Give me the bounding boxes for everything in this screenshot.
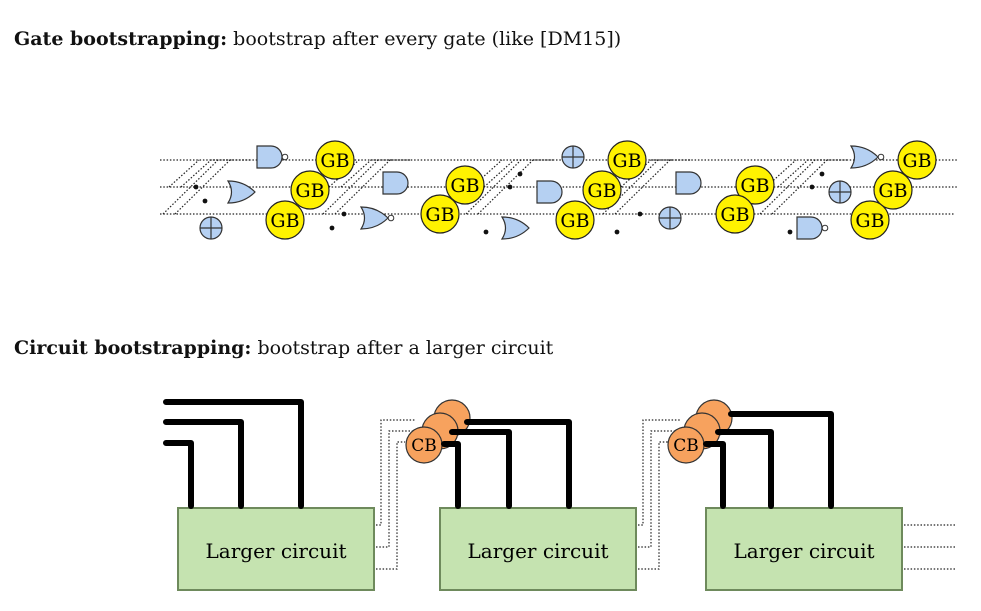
nor-gate-icon	[849, 145, 879, 169]
larger-circuit-box	[705, 507, 903, 591]
dotted-wire	[638, 430, 690, 548]
wire	[180, 159, 233, 188]
larger-circuit-label: Larger circuit	[468, 539, 609, 563]
gate-bootstrap-node	[897, 140, 937, 180]
dotted-wire	[638, 441, 669, 570]
larger-circuit-label: Larger circuit	[206, 539, 347, 563]
junction-dot	[483, 229, 489, 235]
wire	[168, 159, 200, 188]
nor-gate-icon	[359, 206, 389, 230]
dotted-wire	[376, 419, 415, 526]
junction-dot	[202, 198, 208, 204]
gate-bootstrap-label: GB	[720, 204, 749, 226]
circuit-bootstrap-label: CB	[411, 436, 437, 456]
thick-wire	[441, 441, 461, 509]
circuit-bootstrapping-heading: Circuit bootstrapping: bootstrap after a…	[14, 337, 553, 359]
gate-bootstrap-node	[420, 194, 460, 234]
wire	[483, 159, 536, 188]
gate-bootstrap-label: GB	[587, 180, 616, 202]
gate-bootstrap-node	[582, 170, 622, 210]
junction-dot	[787, 229, 793, 235]
wire	[614, 159, 692, 215]
gate-bootstrap-label: GB	[612, 150, 641, 172]
and-gate-icon	[382, 171, 409, 195]
or-gate-icon	[500, 216, 530, 240]
thick-wire	[163, 440, 194, 509]
gate-bootstrapping-heading: Gate bootstrapping: bootstrap after ever…	[14, 28, 621, 50]
junction-dot	[637, 211, 643, 217]
gate-bootstrap-label: GB	[902, 150, 931, 172]
inverter-bubble	[821, 224, 829, 232]
wire	[174, 159, 252, 215]
gate-bootstrap-node	[445, 165, 485, 205]
gate-bootstrap-label: GB	[425, 204, 454, 226]
thick-wire	[728, 411, 834, 509]
circuit-bootstrapping-title: Circuit bootstrapping:	[14, 337, 252, 359]
gate-bootstrap-label: GB	[560, 210, 589, 232]
junction-dot	[507, 184, 513, 190]
or-gate-icon	[226, 180, 256, 204]
gate-bootstrap-node	[607, 140, 647, 180]
gate-bootstrapping-description: bootstrap after every gate (like [DM15])	[227, 28, 622, 50]
inverter-bubble	[387, 214, 395, 222]
gate-bootstrap-label: GB	[320, 150, 349, 172]
gate-bootstrap-label: GB	[270, 210, 299, 232]
larger-circuit-box	[439, 507, 637, 591]
junction-dot	[329, 225, 335, 231]
junction-dot	[341, 211, 347, 217]
inverter-bubble	[281, 153, 289, 161]
gate-bootstrap-node	[265, 200, 305, 240]
junction-dot	[193, 184, 199, 190]
junction-dot	[809, 184, 815, 190]
circuit-bootstrap-label: CB	[673, 436, 699, 456]
junction-dot	[819, 171, 825, 177]
wire	[777, 159, 830, 188]
gate-bootstrap-node	[555, 200, 595, 240]
gate-bootstrap-node	[315, 140, 355, 180]
nand-gate-icon	[796, 216, 823, 240]
gate-bootstrap-node	[290, 170, 330, 210]
thick-wire	[449, 429, 512, 509]
gate-bootstrap-node	[873, 170, 913, 210]
circuit-bootstrapping-diagram: Larger circuit Larger circuit Larger circu…	[163, 399, 955, 591]
thick-wire	[715, 429, 774, 509]
thick-wire	[163, 399, 304, 509]
gate-bootstrapping-diagram: GB GB GB GB GB GB GB GB GB GB GB GB GB	[160, 140, 958, 240]
larger-circuit-label: Larger circuit	[734, 539, 875, 563]
and-gate-icon	[675, 171, 702, 195]
larger-circuit-box	[177, 507, 375, 591]
wire	[340, 159, 393, 188]
gate-bootstrap-node	[715, 194, 755, 234]
wire	[771, 159, 849, 215]
wire	[334, 159, 412, 215]
gate-bootstrap-label: GB	[878, 180, 907, 202]
thick-wire	[464, 419, 572, 509]
wire	[477, 159, 555, 215]
and-gate-icon	[536, 180, 563, 204]
dotted-wire	[376, 441, 405, 570]
gate-bootstrap-node	[850, 200, 890, 240]
inverter-bubble	[877, 153, 885, 161]
dotted-wire	[638, 419, 680, 526]
junction-dot	[614, 229, 620, 235]
nand-gate-icon	[256, 145, 283, 169]
gate-bootstrap-node	[735, 165, 775, 205]
gate-bootstrap-label: GB	[740, 175, 769, 197]
gate-bootstrap-label: GB	[450, 175, 479, 197]
thick-wire	[703, 441, 726, 509]
circuit-bootstrapping-description: bootstrap after a larger circuit	[251, 337, 554, 359]
gate-bootstrap-label: GB	[295, 180, 324, 202]
gate-bootstrapping-title: Gate bootstrapping:	[14, 28, 228, 50]
gate-bootstrap-label: GB	[855, 210, 884, 232]
thick-wire	[163, 419, 244, 509]
junction-dot	[517, 171, 523, 177]
